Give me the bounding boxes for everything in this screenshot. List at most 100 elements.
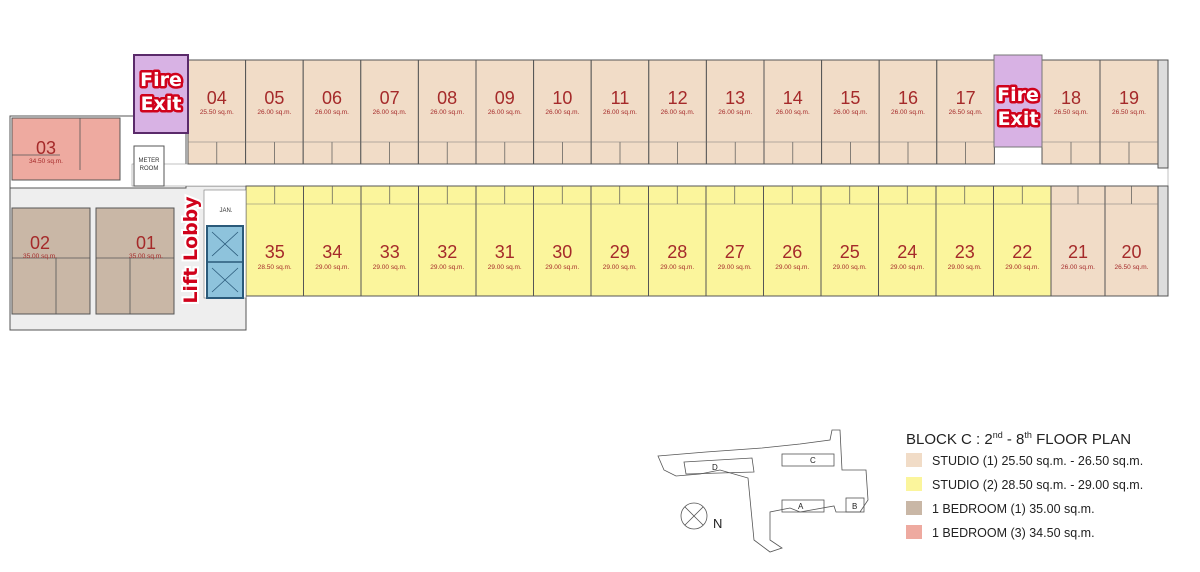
unit-area: 26.00 sq.m. (315, 109, 349, 116)
unit-area: 26.00 sq.m. (257, 109, 291, 116)
unit-area: 29.00 sq.m. (603, 264, 637, 271)
unit-area: 26.00 sq.m. (776, 109, 810, 116)
unit-number: 29 (610, 242, 630, 262)
unit-number: 35 (265, 242, 285, 262)
lift-lobby[interactable]: Lift Lobby JAN. (178, 189, 247, 306)
unit-number: 31 (495, 242, 515, 262)
legend-swatch (906, 525, 922, 539)
unit-02[interactable]: 02 35.00 sq.m. (11, 207, 91, 315)
unit-area: 26.00 sq.m. (488, 109, 522, 116)
unit-number: 17 (956, 88, 976, 108)
legend-swatch (906, 453, 922, 467)
unit-room (1050, 185, 1106, 297)
unit-number: 07 (380, 88, 400, 108)
janitor-label: JAN. (219, 208, 232, 214)
unit-01[interactable]: 01 35.00 sq.m. (95, 207, 175, 315)
fire-exit-right[interactable]: Fire Exit (993, 54, 1043, 148)
key-plan: D C A B N (657, 429, 869, 553)
unit-area: 35.00 sq.m. (23, 253, 57, 260)
unit-23[interactable]: 23 29.00 sq.m. (935, 185, 994, 297)
unit-area: 26.00 sq.m. (661, 109, 695, 116)
unit-number: 04 (207, 88, 227, 108)
unit-area: 29.00 sq.m. (833, 264, 867, 271)
unit-number: 12 (668, 88, 688, 108)
unit-number: 02 (30, 233, 50, 253)
unit-room (1104, 185, 1159, 297)
legend-title: BLOCK C : 2nd - 8th FLOOR PLAN (906, 430, 1131, 448)
unit-number: 19 (1119, 88, 1139, 108)
keyplan-block-b: B (852, 502, 857, 511)
unit-number: 15 (840, 88, 860, 108)
unit-area: 26.00 sq.m. (833, 109, 867, 116)
unit-03[interactable]: 03 34.50 sq.m. (11, 117, 121, 181)
fire-exit-label-1: Fire (997, 84, 1039, 106)
unit-number: 16 (898, 88, 918, 108)
unit-area: 25.50 sq.m. (200, 109, 234, 116)
unit-number: 32 (437, 242, 457, 262)
unit-number: 27 (725, 242, 745, 262)
unit-29[interactable]: 29 29.00 sq.m. (590, 185, 649, 297)
unit-room (763, 185, 822, 297)
fire-exit-left[interactable]: Fire Exit (133, 54, 189, 134)
unit-area: 29.00 sq.m. (373, 264, 407, 271)
north-label: N (713, 516, 722, 531)
fire-exit-label-1: Fire (140, 69, 182, 91)
unit-room (878, 185, 937, 297)
legend-item-label: STUDIO (2) 28.50 sq.m. - 29.00 sq.m. (932, 478, 1143, 492)
unit-room (705, 185, 764, 297)
unit-number: 01 (136, 233, 156, 253)
unit-number: 03 (36, 138, 56, 158)
unit-number: 25 (840, 242, 860, 262)
lift-lobby-label: Lift Lobby (180, 196, 202, 304)
fire-exit-label-2: Exit (141, 93, 182, 115)
unit-area: 35.00 sq.m. (129, 253, 163, 260)
unit-number: 28 (667, 242, 687, 262)
unit-area: 26.00 sq.m. (891, 109, 925, 116)
unit-number: 34 (322, 242, 342, 262)
unit-number: 08 (437, 88, 457, 108)
keyplan-block-d: D (712, 463, 718, 472)
unit-35[interactable]: 35 28.50 sq.m. (245, 185, 304, 297)
unit-area: 29.00 sq.m. (948, 264, 982, 271)
unit-number: 23 (955, 242, 975, 262)
unit-room (935, 185, 994, 297)
unit-number: 18 (1061, 88, 1081, 108)
unit-area: 29.00 sq.m. (775, 264, 809, 271)
unit-room (820, 185, 879, 297)
meter-room-label-1: METER (139, 158, 161, 164)
legend-item-label: STUDIO (1) 25.50 sq.m. - 26.50 sq.m. (932, 454, 1143, 468)
unit-number: 09 (495, 88, 515, 108)
unit-25[interactable]: 25 29.00 sq.m. (820, 185, 879, 297)
unit-area: 28.50 sq.m. (258, 264, 292, 271)
unit-number: 20 (1121, 242, 1141, 262)
